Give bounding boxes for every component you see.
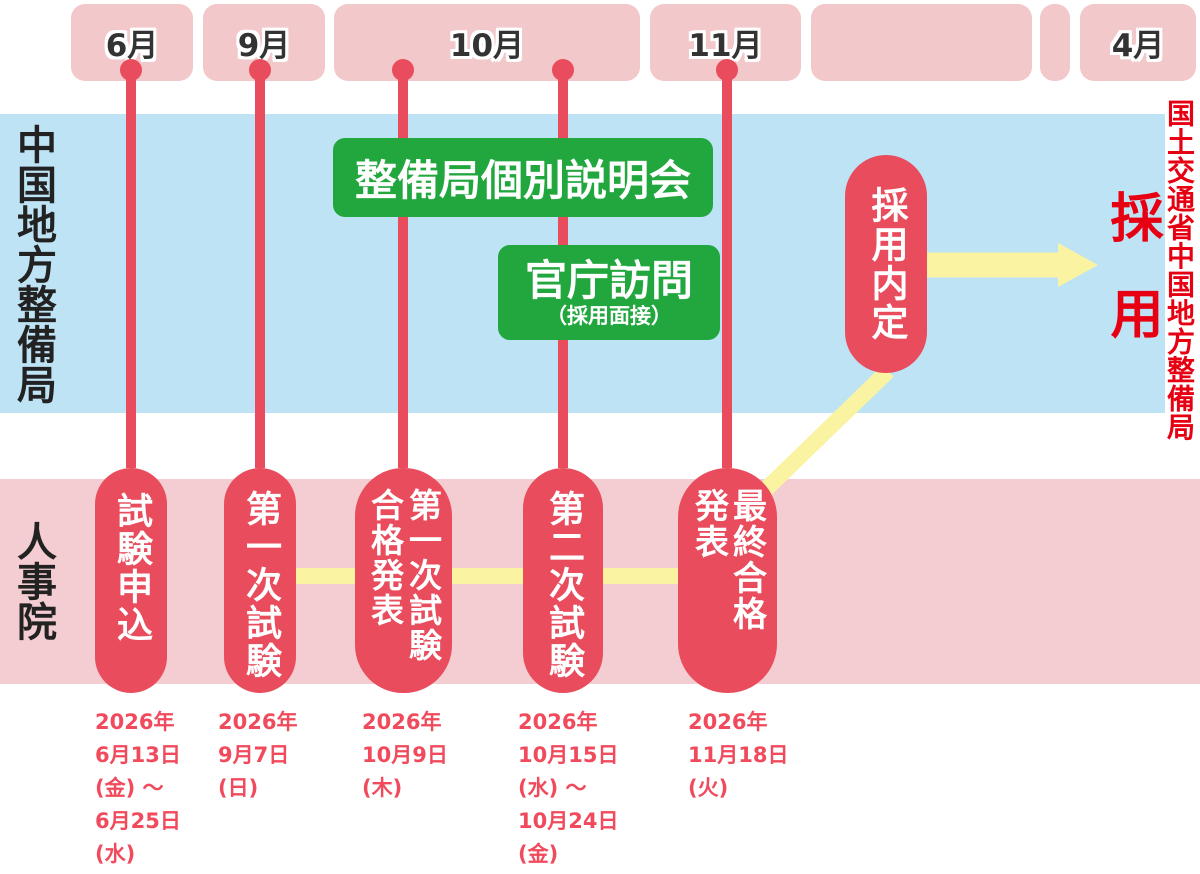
month-label: 11月 — [688, 28, 763, 64]
timeline-line-june — [126, 69, 136, 468]
month-box-november: 11月 — [650, 4, 801, 81]
month-label: 6月 — [105, 28, 159, 64]
date-second-exam: 2026年 10月15日 (水) ～ 10月24日 (金) — [518, 710, 619, 866]
pill-label-col-right: 第一次試験 — [403, 488, 443, 663]
pill-label-col-right: 最終合格 — [726, 488, 767, 632]
timeline-line-november — [722, 69, 732, 468]
office-visit-sublabel: （採用面接） — [546, 303, 672, 328]
timeline-line-september — [255, 69, 265, 468]
month-label: 10月 — [449, 28, 525, 64]
month-label: 4月 — [1111, 28, 1165, 64]
pill-label: 第二次試験 — [543, 490, 584, 680]
hired-result-label: 採用 — [1102, 190, 1163, 382]
pill-label-col-left: 合格発表 — [365, 488, 405, 628]
lane-label-jinjiin: 人事院 — [10, 521, 56, 641]
briefing-session-box: 整備局個別説明会 — [333, 138, 713, 217]
pill-label: 採用内定 — [865, 186, 908, 342]
pill-exam-application: 試験申込 — [95, 468, 167, 693]
office-visit-box: 官庁訪問 （採用面接） — [498, 245, 720, 340]
month-box-blank-2 — [1040, 4, 1070, 81]
month-box-april: 4月 — [1080, 4, 1196, 81]
org-name-vertical: 国土交通省中国地方整備局 — [1163, 99, 1196, 441]
timeline-line-october-1 — [398, 69, 408, 468]
date-first-exam: 2026年 9月7日 (日) — [218, 710, 298, 800]
date-exam-application: 2026年 6月13日 (金) ～ 6月25日 (水) — [95, 710, 181, 866]
pill-label: 第一次試験 — [240, 490, 281, 680]
briefing-session-label: 整備局個別説明会 — [354, 156, 691, 205]
pill-label: 試験申込 — [111, 492, 152, 644]
pill-first-exam: 第一次試験 — [224, 468, 296, 693]
month-box-october: 10月 — [334, 4, 640, 81]
pill-final-results: 最終合格 発表 — [678, 468, 777, 693]
office-visit-label: 官庁訪問 — [524, 255, 693, 305]
pill-label-col-left: 発表 — [688, 488, 729, 560]
date-first-exam-results: 2026年 10月9日 (木) — [362, 710, 448, 800]
month-label: 9月 — [237, 28, 291, 64]
pill-second-exam: 第二次試験 — [523, 468, 603, 693]
date-final-results: 2026年 11月18日 (火) — [688, 710, 789, 800]
lane-label-seibikyoku: 中国地方整備局 — [10, 124, 56, 404]
month-box-blank-1 — [811, 4, 1032, 81]
pill-first-exam-results: 第一次試験 合格発表 — [355, 468, 452, 693]
hire-arrow-head-icon — [1058, 243, 1098, 287]
pill-job-offer: 採用内定 — [845, 155, 927, 373]
